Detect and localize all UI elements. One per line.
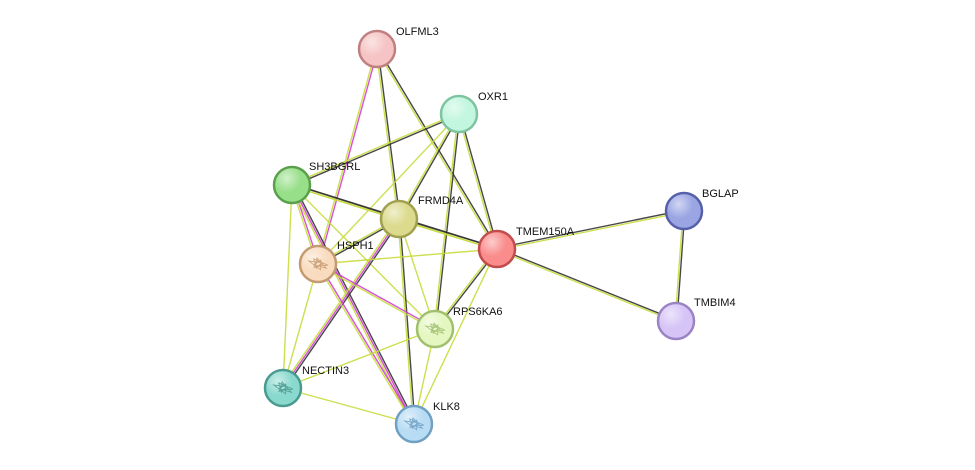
edge-strand-dark (459, 113, 499, 249)
edge-olfml3-frmd4a[interactable] (375, 48, 401, 220)
edge-frmd4a-rps6ka6[interactable] (398, 218, 436, 330)
edge-nectin3-klk8[interactable] (282, 387, 415, 425)
edge-strand-dark (399, 218, 416, 424)
node-label: TMEM150A (516, 226, 575, 238)
node-highlight (360, 32, 394, 66)
node-label: HSPH1 (337, 240, 374, 252)
node-rps6ka6[interactable]: RPS6KA6 (415, 306, 503, 349)
node-tmem150a[interactable]: TMEM150A (477, 226, 575, 269)
node-highlight (418, 312, 452, 346)
edge-oxr1-tmem150a[interactable] (457, 113, 499, 250)
edge-tmem150a-tmbim4[interactable] (496, 247, 677, 323)
edge-tmem150a-klk8[interactable] (413, 248, 498, 425)
edge-sh3bgrl-rps6ka6[interactable] (291, 184, 436, 330)
node-frmd4a[interactable]: FRMD4A (379, 195, 464, 239)
edge-strand-yellow (317, 113, 460, 265)
node-bglap[interactable]: BGLAP (664, 188, 739, 231)
node-hsph1[interactable]: HSPH1 (298, 240, 374, 284)
node-olfml3[interactable]: OLFML3 (357, 26, 439, 69)
node-highlight (667, 194, 701, 228)
edge-rps6ka6-nectin3[interactable] (282, 328, 436, 389)
node-label: RPS6KA6 (453, 306, 503, 318)
edge-strand-dark (399, 114, 461, 220)
protein-structure-icon (403, 417, 425, 431)
node-highlight (275, 168, 309, 202)
node-highlight (442, 97, 476, 131)
edge-strand-yellow (375, 49, 497, 250)
edge-tmem150a-hsph1[interactable] (317, 248, 498, 265)
edge-strand-yellow (397, 219, 414, 425)
edge-strand-yellow (282, 387, 415, 425)
edge-strand-yellow (317, 248, 498, 265)
edge-strand-magenta (318, 263, 416, 424)
node-highlight (397, 407, 431, 441)
edge-strand-yellow (291, 184, 436, 330)
edge-strand-dark (435, 114, 461, 330)
edge-oxr1-hsph1[interactable] (317, 113, 460, 265)
edge-strand-yellow (398, 218, 436, 330)
node-klk8[interactable]: KLK8 (394, 401, 460, 444)
edge-strand-yellow (496, 249, 676, 323)
node-highlight (266, 371, 300, 405)
node-label: OXR1 (478, 91, 508, 103)
edge-strand-dark (292, 183, 417, 424)
edge-hsph1-rps6ka6[interactable] (317, 262, 436, 331)
node-label: OLFML3 (396, 26, 439, 38)
edge-strand-yellow (291, 112, 459, 185)
edges-layer (280, 48, 686, 426)
edge-sh3bgrl-nectin3[interactable] (282, 184, 293, 389)
node-oxr1[interactable]: OXR1 (439, 91, 508, 134)
edge-hsph1-klk8[interactable] (316, 263, 416, 425)
node-nectin3[interactable]: NECTIN3 (263, 365, 349, 408)
node-label: SH3BGRL (309, 161, 360, 173)
node-highlight (301, 247, 335, 281)
node-highlight (382, 202, 416, 236)
edge-strand-yellow (433, 113, 459, 329)
node-sh3bgrl[interactable]: SH3BGRL (272, 161, 360, 205)
protein-structure-icon (307, 257, 329, 271)
node-tmbim4[interactable]: TMBIM4 (656, 297, 736, 341)
edge-strand-dark (292, 114, 460, 187)
edge-strand-yellow (317, 264, 435, 331)
edge-strand-magenta (318, 262, 436, 329)
edge-tmem150a-bglap[interactable] (496, 209, 685, 251)
edge-strand-dark (497, 247, 677, 321)
edge-olfml3-hsph1[interactable] (316, 48, 379, 265)
edge-oxr1-rps6ka6[interactable] (433, 113, 461, 330)
edge-strand-yellow (457, 114, 497, 250)
edge-frmd4a-klk8[interactable] (397, 218, 416, 425)
edge-strand-magenta (291, 184, 415, 425)
protein-structure-icon (272, 381, 294, 395)
node-highlight (480, 232, 514, 266)
edge-strand-yellow (413, 248, 498, 425)
node-highlight (659, 304, 693, 338)
edge-strand-dark (377, 48, 401, 219)
edge-strand-yellow (316, 264, 414, 425)
node-label: KLK8 (433, 401, 460, 413)
edge-strand-dark (283, 219, 402, 390)
node-label: NECTIN3 (302, 365, 349, 377)
edge-hsph1-nectin3[interactable] (282, 263, 319, 389)
edge-strand-yellow (282, 263, 319, 389)
edge-strand-yellow (316, 48, 377, 264)
edge-strand-yellow (497, 211, 685, 251)
edge-strand-magenta (318, 49, 379, 265)
edge-oxr1-sh3bgrl[interactable] (291, 112, 460, 187)
edge-strand-dark (496, 209, 684, 249)
node-label: TMBIM4 (694, 297, 736, 309)
edge-oxr1-frmd4a[interactable] (397, 113, 461, 220)
protein-structure-icon (424, 322, 446, 336)
edge-strand-yellow (375, 49, 399, 220)
edge-strand-yellow (397, 113, 459, 219)
node-label: BGLAP (702, 188, 739, 200)
edge-strand-yellow (282, 328, 436, 389)
edge-strand-yellow (282, 184, 293, 389)
node-label: FRMD4A (418, 195, 464, 207)
